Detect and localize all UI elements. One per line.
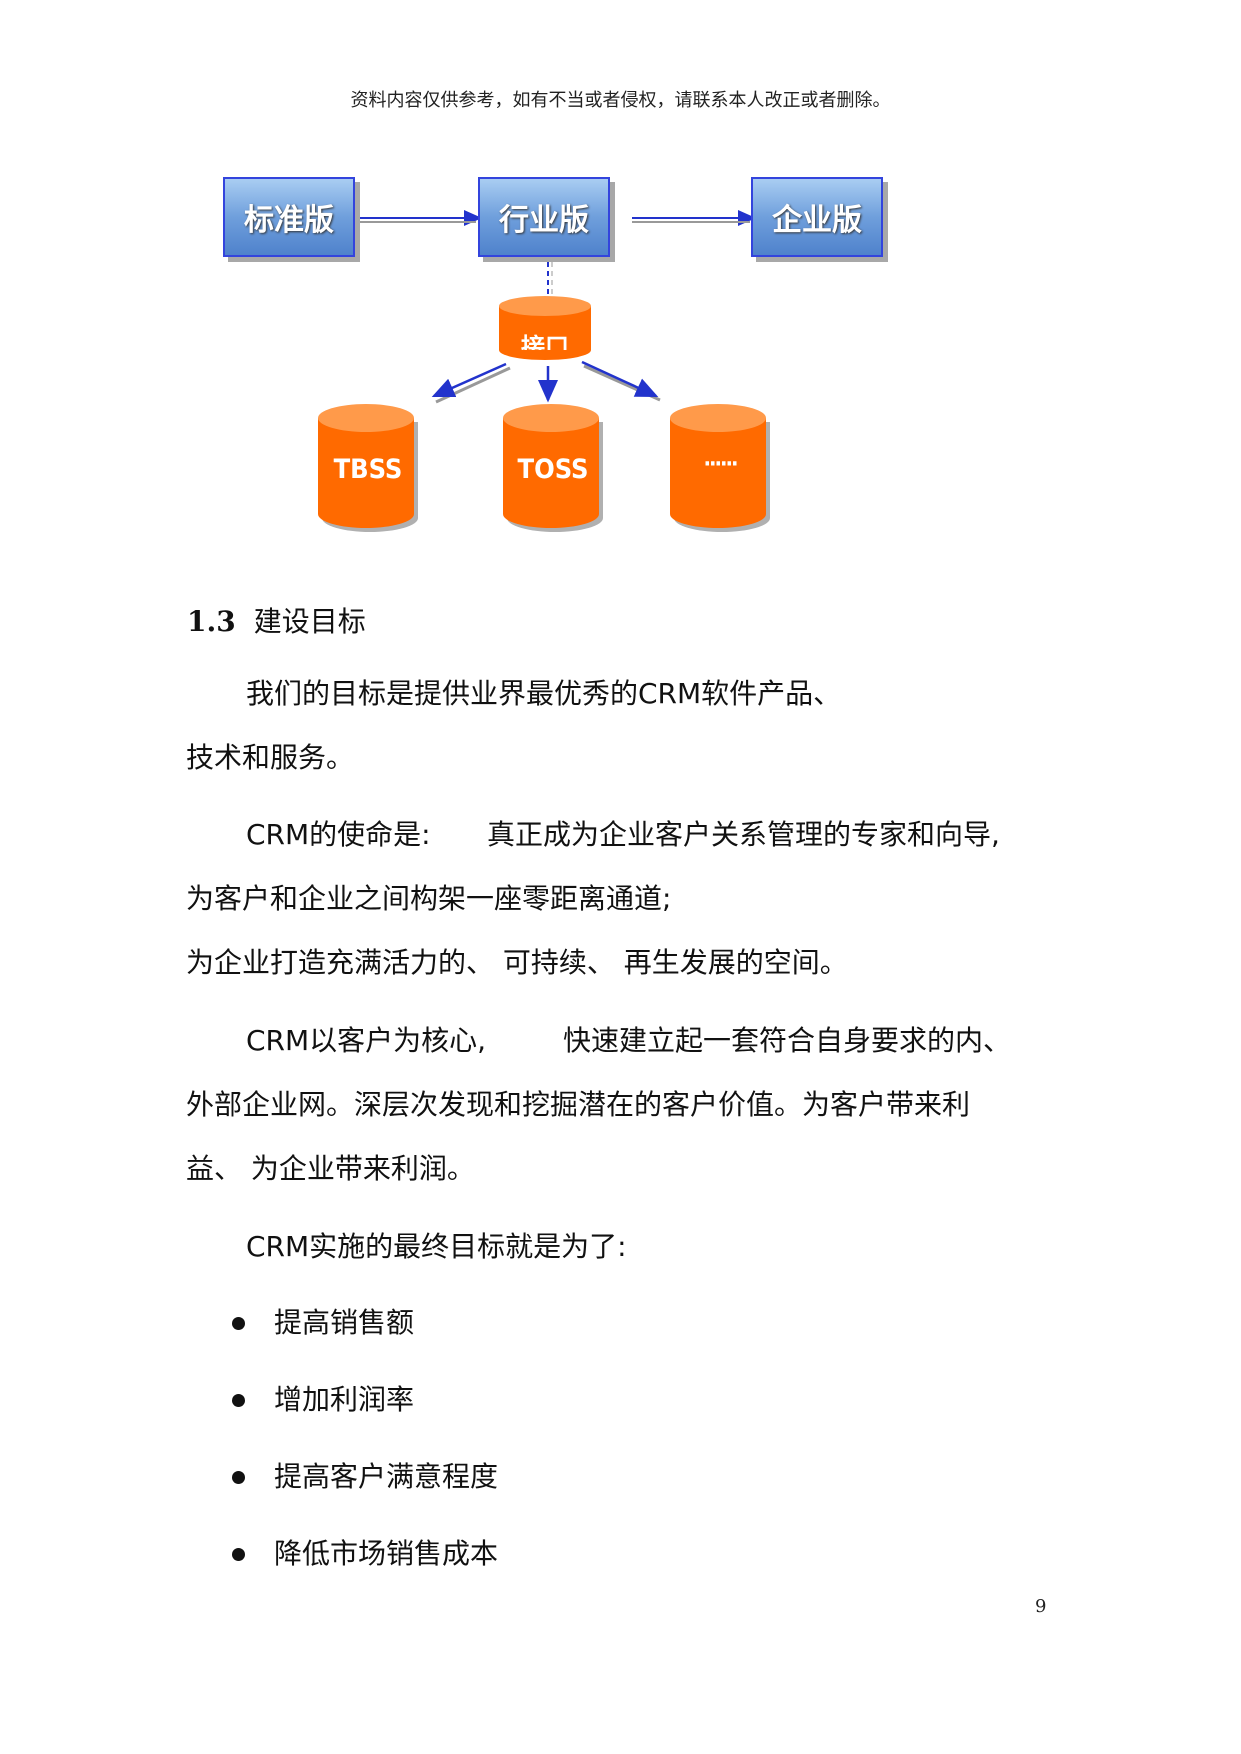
goal-text: 降低市场销售成本: [274, 1537, 499, 1570]
paragraph-2-line-1b: 真正成为企业客户关系管理的专家和向导,: [487, 818, 1000, 851]
bullet-dot-icon: [232, 1548, 245, 1561]
goal-text: 增加利润率: [274, 1383, 415, 1416]
paragraph-3-line-2: 外部企业网。深层次发现和挖掘潜在的客户价值。为客户带来利: [186, 1088, 971, 1121]
bullet-dot-icon: [232, 1471, 245, 1484]
goal-text: 提高销售额: [274, 1306, 415, 1339]
system-cylinder-more: ······: [668, 402, 772, 536]
diagram-connectors: [358, 210, 756, 404]
paragraph-4-line-1: CRM实施的最终目标就是为了:: [246, 1230, 627, 1263]
goal-list-item: 提高销售额: [232, 1303, 415, 1343]
system-cylinder-tbss: TBSS: [316, 402, 420, 536]
system-label-tbss: TBSS: [333, 454, 403, 485]
paragraph-3-line-1b: 快速建立起一套符合自身要求的内、: [563, 1024, 1012, 1057]
crm-architecture-diagram: 标准版 行业版 企业版 接口 TBSS TOSS ······: [0, 0, 1241, 560]
goal-list-item: 降低市场销售成本: [232, 1534, 499, 1574]
paragraph-2-line-2: 为客户和企业之间构架一座零距离通道;: [186, 882, 672, 915]
page-number: 9: [1035, 1596, 1047, 1617]
system-cylinder-toss: TOSS: [501, 402, 605, 536]
section-title: 建设目标: [253, 605, 366, 638]
interface-label: 接口: [521, 333, 569, 350]
goal-list-item: 提高客户满意程度: [232, 1457, 499, 1497]
arrow-interface-to-more: [581, 360, 659, 398]
paragraph-1-line-1: 我们的目标是提供业界最优秀的CRM软件产品、: [246, 677, 842, 710]
bullet-dot-icon: [232, 1317, 245, 1330]
system-label-toss: TOSS: [517, 454, 589, 485]
version-box-industry: 行业版: [478, 177, 610, 257]
goal-text: 提高客户满意程度: [274, 1460, 499, 1493]
goal-list-item: 增加利润率: [232, 1380, 415, 1420]
interface-cylinder: 接口: [497, 294, 593, 364]
page-header-notice: 资料内容仅供参考，如有不当或者侵权，请联系本人改正或者删除。: [350, 90, 891, 111]
paragraph-3-line-1a: CRM以客户为核心,: [246, 1024, 487, 1057]
paragraph-2-line-3: 为企业打造充满活力的、 可持续、 再生发展的空间。: [186, 946, 848, 979]
system-label-more: ······: [703, 452, 738, 477]
paragraph-3-line-3: 益、 为企业带来利润。: [186, 1152, 475, 1185]
version-box-standard: 标准版: [223, 177, 355, 257]
paragraph-1-line-2: 技术和服务。: [186, 741, 355, 774]
bullet-dot-icon: [232, 1394, 245, 1407]
version-box-enterprise: 企业版: [751, 177, 883, 257]
paragraph-2-line-1a: CRM的使命是:: [246, 818, 431, 851]
section-heading: 1.3 建设目标: [187, 600, 366, 640]
arrow-interface-to-tbss: [431, 362, 507, 398]
section-number: 1.3: [187, 605, 236, 638]
